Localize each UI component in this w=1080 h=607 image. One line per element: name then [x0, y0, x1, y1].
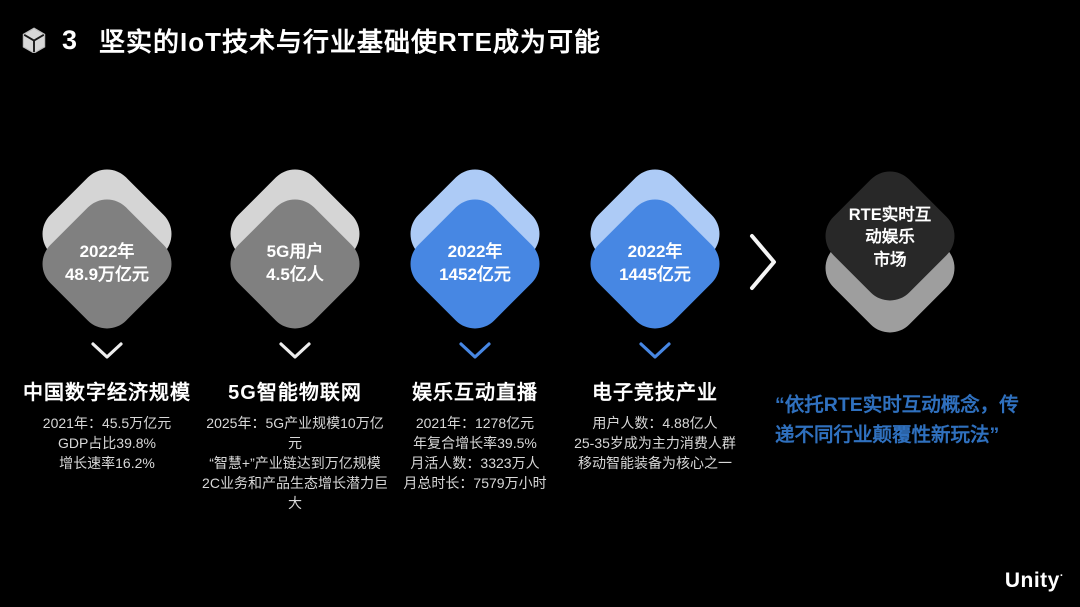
quote-text: “依托RTE实时互动概念，传 递不同行业颠覆性新玩法” [775, 394, 1019, 447]
result-column-rte-market: RTE实时互 动娱乐 市场 [795, 154, 985, 344]
unity-logo: Unity· [1004, 569, 1064, 592]
chevron-down-icon [91, 342, 123, 359]
column-details: 2021年：1278亿元 年复合增长率39.5% 月活人数：3323万人 月总时… [403, 415, 547, 491]
diamond-card: 2022年 48.9万亿元 [22, 154, 192, 344]
diamond-value: 5G用户 4.5亿人 [266, 242, 324, 284]
slide-header: 3 坚实的IoT技术与行业基础使RTE成为可能 [22, 22, 601, 58]
column-heading: 5G智能物联网 [228, 382, 362, 404]
column-details: 2021年：45.5万亿元 GDP占比39.8% 增长速率16.2% [42, 415, 172, 471]
layered-diamond-shape [410, 169, 540, 329]
column-details: 用户人数：4.88亿人 25-35岁成为主力消费人群 移动智能装备为核心之一 [574, 415, 736, 471]
chevron-down-icon [279, 342, 311, 359]
unity-cube-icon [22, 27, 46, 53]
stat-column-5g-iot: 5G用户 4.5亿人 5G智能物联网 2025年：5G产业规模10万亿元 “智慧… [200, 154, 390, 513]
column-heading: 电子竞技产业 [592, 382, 718, 404]
layered-diamond-shape [825, 171, 955, 333]
column-heading: 中国数字经济规模 [23, 382, 191, 404]
diamond-card: RTE实时互 动娱乐 市场 [805, 154, 975, 344]
diamond-card: 5G用户 4.5亿人 [210, 154, 380, 344]
stat-column-digital-economy: 2022年 48.9万亿元 中国数字经济规模 2021年：45.5万亿元 GDP… [12, 154, 202, 474]
stat-column-esports: 2022年 1445亿元 电子竞技产业 用户人数：4.88亿人 25-35岁成为… [560, 154, 750, 474]
chevron-right-icon [750, 234, 776, 290]
layered-diamond-shape [590, 169, 720, 329]
stat-column-live-streaming: 2022年 1452亿元 娱乐互动直播 2021年：1278亿元 年复合增长率3… [380, 154, 570, 494]
page-title: 坚实的IoT技术与行业基础使RTE成为可能 [99, 26, 602, 57]
layered-diamond-shape [230, 169, 360, 329]
chevron-down-icon [459, 342, 491, 359]
column-details: 2025年：5G产业规模10万亿元 “智慧+”产业链达到万亿规模 2C业务和产品… [202, 415, 388, 511]
diamond-card: 2022年 1452亿元 [390, 154, 560, 344]
slide-number: 3 [62, 24, 78, 55]
diamond-card: 2022年 1445亿元 [570, 154, 740, 344]
column-heading: 娱乐互动直播 [412, 382, 538, 404]
diamond-value: RTE实时互 动娱乐 市场 [848, 206, 932, 269]
chevron-down-icon [639, 342, 671, 359]
diamond-value: 2022年 48.9万亿元 [64, 242, 150, 284]
diamond-value: 2022年 1445亿元 [619, 242, 691, 284]
layered-diamond-shape [42, 169, 172, 329]
diamond-value: 2022年 1452亿元 [439, 242, 511, 284]
trademark-dot: · [1059, 570, 1064, 582]
